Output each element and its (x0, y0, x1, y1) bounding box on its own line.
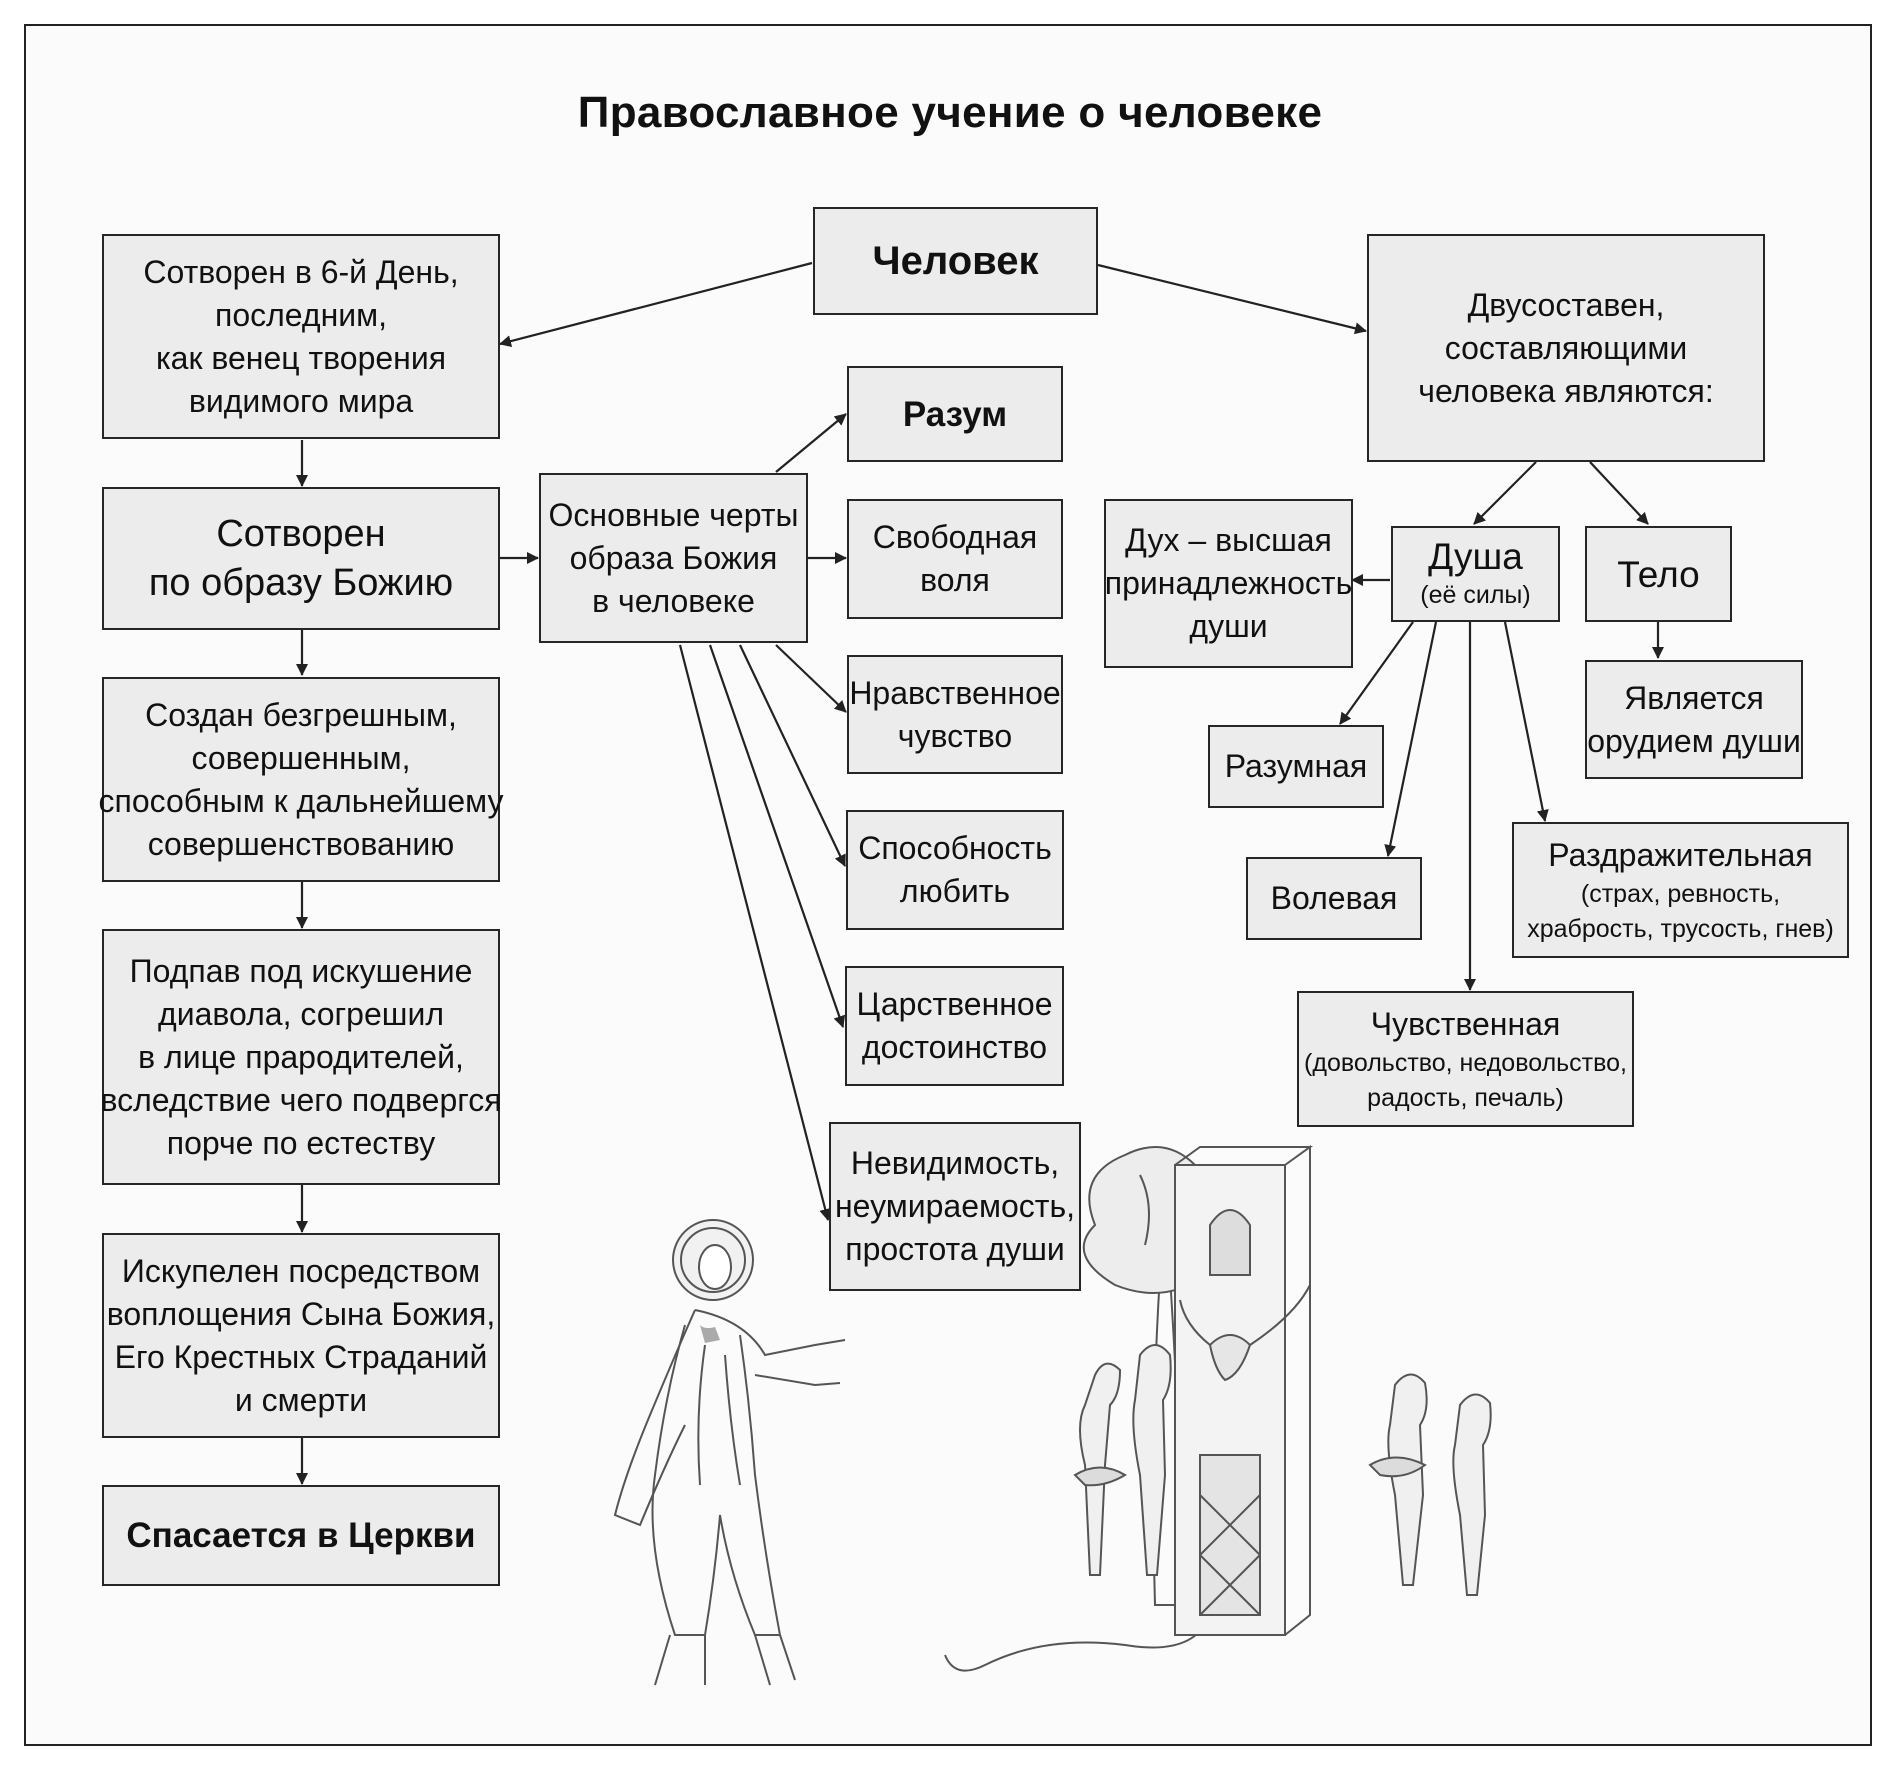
node-man: Человек (813, 207, 1098, 315)
node-redeemed: Искупелен посредством воплощения Сына Бо… (102, 1233, 500, 1438)
node-rational: Разумная (1208, 725, 1384, 808)
node-spirit: Дух – высшая принадлежность души (1104, 499, 1353, 668)
node-image-traits: Основные черты образа Божия в человеке (539, 473, 808, 643)
node-irritable: Раздражительная (страх, ревность, храбро… (1512, 822, 1849, 958)
node-ability-to-love: Способность любить (846, 810, 1064, 930)
node-created-sinless: Создан безгрешным, совершенным, способны… (98, 677, 504, 882)
diagram-title: Православное учение о человеке (577, 88, 1323, 137)
node-soul: Душа (её силы) (1391, 526, 1560, 622)
node-moral-sense: Нравственное чувство (847, 655, 1063, 774)
node-free-will: Свободная воля (847, 499, 1063, 619)
fall-illustration (944, 1145, 1492, 1672)
node-reason: Разум (847, 366, 1063, 462)
node-created-sixth-day: Сотворен в 6-й День, последним, как вене… (102, 234, 500, 439)
node-created-in-image-of-god: Сотворен по образу Божию (102, 487, 500, 630)
node-royal-dignity: Царственное достоинство (845, 966, 1064, 1086)
christ-illustration (613, 1219, 846, 1686)
node-volitional: Волевая (1246, 857, 1422, 940)
node-body: Тело (1585, 526, 1732, 622)
node-fall: Подпав под искушение диавола, согрешил в… (100, 929, 502, 1185)
node-twofold: Двусоставен, составляющими человека явля… (1367, 234, 1765, 462)
node-organ-of-soul: Является орудием души (1585, 660, 1803, 779)
node-saved-in-church: Спасается в Церкви (102, 1485, 500, 1586)
node-invisibility: Невидимость, неумираемость, простота душ… (829, 1122, 1081, 1291)
node-sensual: Чувственная (довольство, недовольство, р… (1297, 991, 1634, 1127)
